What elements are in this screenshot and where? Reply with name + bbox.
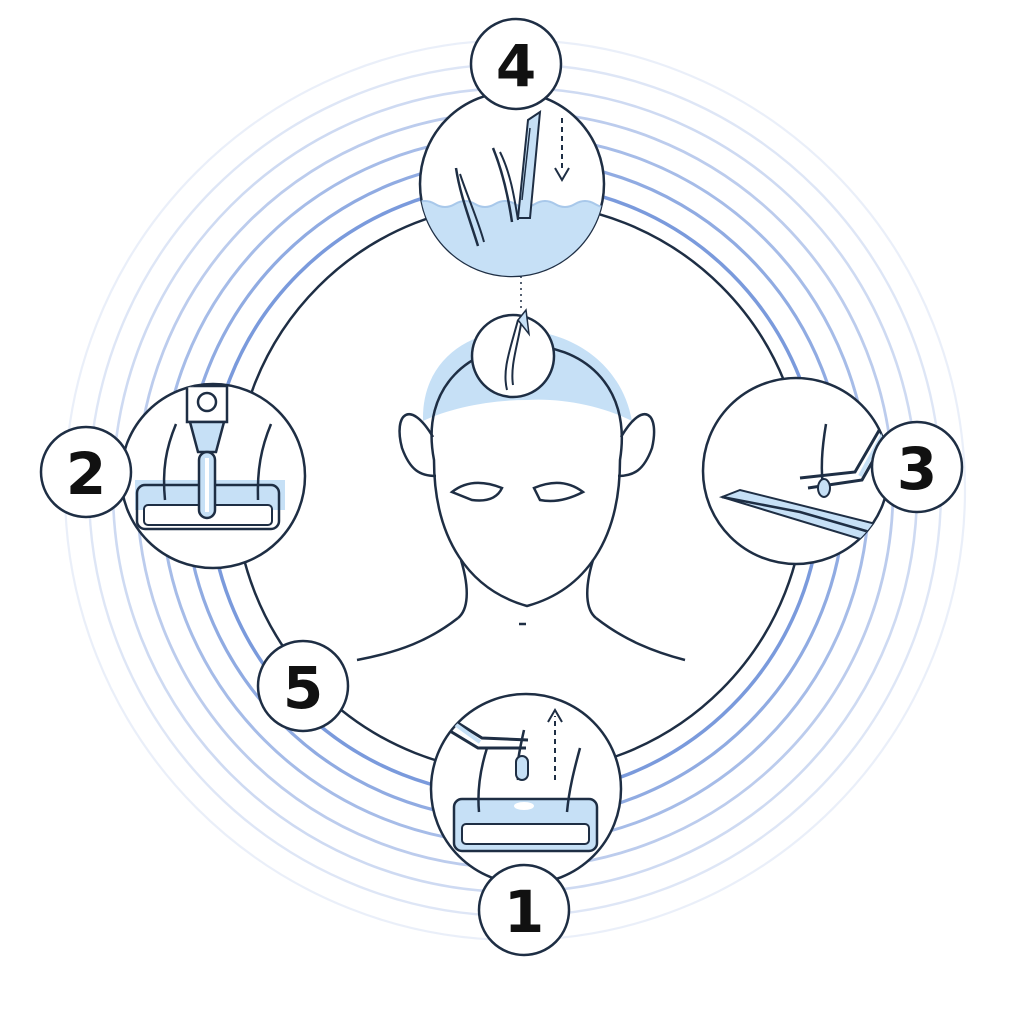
head-with-graft-icon	[356, 276, 686, 662]
svg-text:2: 2	[66, 440, 106, 508]
follicle-separation-icon	[135, 384, 285, 531]
svg-text:5: 5	[283, 654, 323, 722]
step-3-label: 3	[870, 420, 964, 514]
svg-text:3: 3	[897, 435, 937, 503]
step-4-badge	[418, 90, 606, 278]
step-1-badge	[429, 692, 623, 886]
step-2-badge	[119, 382, 307, 570]
follicle-extraction-icon	[444, 708, 599, 853]
step-3-badge	[701, 376, 891, 566]
step-5-label: 5	[256, 639, 350, 733]
svg-text:4: 4	[496, 32, 536, 100]
step-1-label: 1	[477, 863, 571, 957]
step-2-label: 2	[39, 425, 133, 519]
step-4-label: 4	[469, 17, 563, 111]
svg-text:1: 1	[504, 878, 544, 946]
